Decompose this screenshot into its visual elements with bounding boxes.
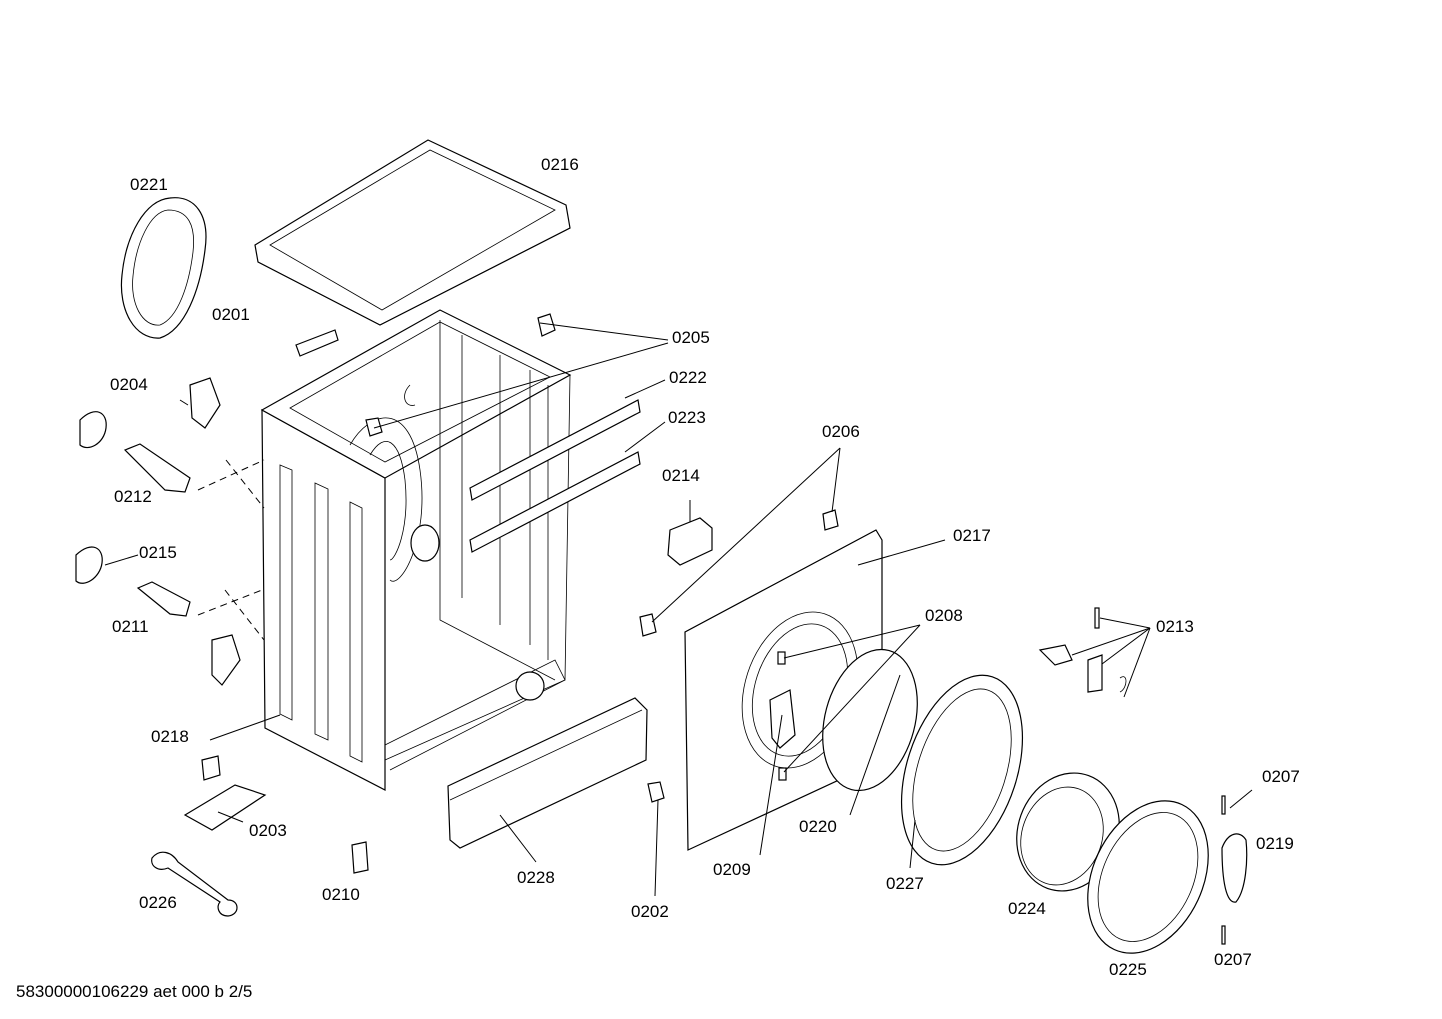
label-0209: 0209 [713, 860, 751, 879]
label-0219: 0219 [1256, 834, 1294, 853]
part-screw-0210 [351, 841, 369, 874]
label-0207-lower: 0207 [1214, 950, 1252, 969]
label-0205: 0205 [672, 328, 710, 347]
label-0224: 0224 [1008, 899, 1046, 918]
leader-lines [104, 322, 1253, 897]
part-cross-rails [469, 399, 641, 553]
label-0203: 0203 [249, 821, 287, 840]
part-clip-0205 [365, 313, 556, 437]
part-shock-absorber-0211 [136, 581, 191, 617]
part-housing-frame [260, 309, 572, 791]
label-0221: 0221 [130, 175, 168, 194]
label-0212: 0212 [114, 487, 152, 506]
label-0225: 0225 [1109, 960, 1147, 979]
label-0218: 0218 [151, 727, 189, 746]
part-door-ring [900, 674, 1024, 866]
part-labels: 0221 0216 0201 0205 0204 0222 0223 0206 … [110, 155, 1300, 979]
label-0228: 0228 [517, 868, 555, 887]
part-door-lock [667, 517, 713, 566]
label-0226: 0226 [139, 893, 177, 912]
part-foot-plate-0203 [183, 784, 267, 831]
part-door-glass [822, 648, 918, 792]
label-0201: 0201 [212, 305, 250, 324]
part-rear-gasket [120, 197, 207, 339]
label-0202: 0202 [631, 902, 669, 921]
document-reference: 58300000106229 aet 000 b 2/5 [16, 982, 252, 1001]
part-hinge-set [1038, 607, 1127, 693]
part-outer-door-ring [1087, 800, 1209, 954]
label-0216: 0216 [541, 155, 579, 174]
label-0223: 0223 [668, 408, 706, 427]
label-0208: 0208 [925, 606, 963, 625]
part-screw-0218 [201, 755, 221, 781]
part-hinge-bracket-0201 [295, 329, 339, 357]
label-0207-upper: 0207 [1262, 767, 1300, 786]
label-0215: 0215 [139, 543, 177, 562]
part-clip-0206 [639, 509, 839, 637]
part-pins [1221, 795, 1226, 945]
label-0210: 0210 [322, 885, 360, 904]
label-0214: 0214 [662, 466, 700, 485]
part-bracket-0204 [189, 377, 241, 686]
label-0204: 0204 [110, 375, 148, 394]
label-0222: 0222 [669, 368, 707, 387]
label-0227: 0227 [886, 874, 924, 893]
label-0220: 0220 [799, 817, 837, 836]
part-top-cover [254, 139, 571, 326]
part-shock-absorber-0212 [123, 443, 191, 493]
part-door-handle [1221, 833, 1248, 903]
label-0206: 0206 [822, 422, 860, 441]
label-0213: 0213 [1156, 617, 1194, 636]
part-screw-0202 [647, 781, 665, 803]
part-spanner-0226 [151, 851, 238, 917]
part-damper-mount [75, 411, 107, 584]
part-plinth-panel [447, 697, 648, 849]
label-0211: 0211 [112, 617, 149, 636]
label-0217: 0217 [953, 526, 991, 545]
